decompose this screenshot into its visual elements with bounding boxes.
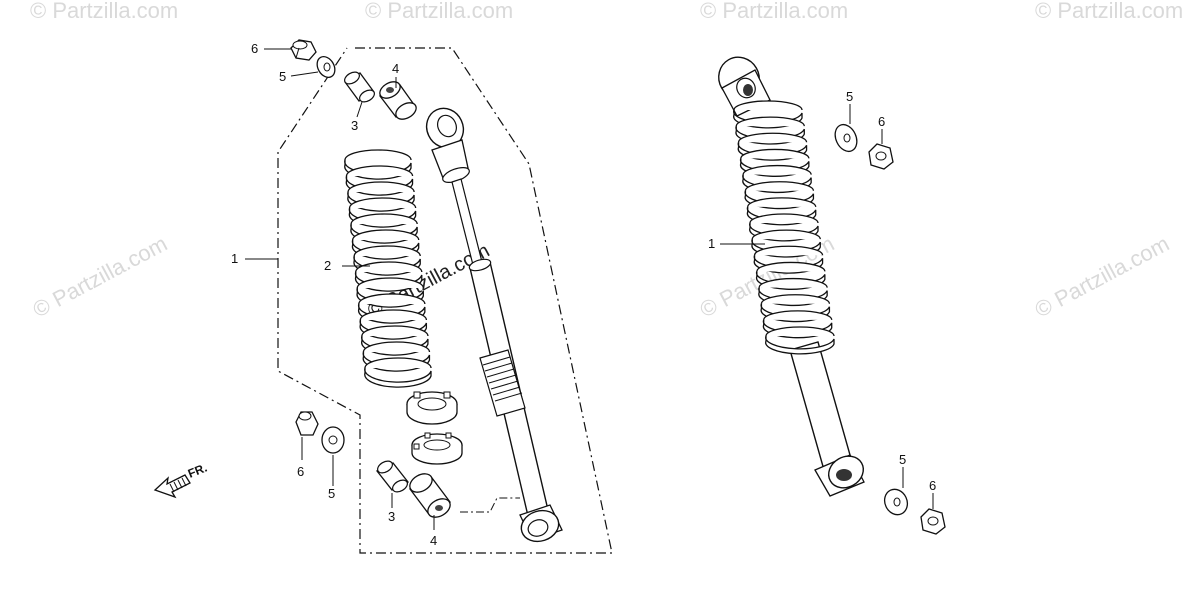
- spring-coil: [347, 181, 415, 193]
- spring-coil: [753, 245, 824, 256]
- collar-upper: [344, 71, 375, 103]
- part-label-shock-assembly: 1: [231, 251, 238, 266]
- spring-coil: [751, 229, 821, 240]
- part-label-shock-assembly: 1: [708, 236, 715, 251]
- spring-coil: [749, 213, 819, 224]
- watermark: © Partzilla.com: [1035, 0, 1183, 23]
- spring-coil: [361, 325, 429, 337]
- damper-body: [425, 107, 563, 543]
- washer-right-lower: [883, 488, 909, 516]
- coil-spring: [344, 149, 432, 388]
- spring-coil: [359, 309, 428, 321]
- spring-coil: [353, 245, 421, 257]
- part-label-nut: 6: [878, 114, 885, 129]
- spring-coil: [733, 100, 803, 111]
- watermark: © Partzilla.com: [696, 231, 839, 323]
- spring-coil: [760, 294, 831, 304]
- part-label-spring: 2: [324, 258, 331, 273]
- nut-right-upper: [868, 143, 894, 170]
- spring-coil: [756, 261, 826, 272]
- part-label-collar: 3: [388, 509, 395, 524]
- spring-adjuster-lower: [411, 432, 463, 465]
- cap-nut-upper: [290, 39, 317, 61]
- part-label-collar: 3: [351, 118, 358, 133]
- part-label-washer: 5: [328, 486, 335, 501]
- spring-adjuster-upper: [406, 391, 458, 425]
- spring-coil: [763, 310, 833, 321]
- spring-coil: [364, 357, 432, 369]
- part-number-labels: 6 5 3 4 1 2 6 5 3 4 1 5 6 5 6: [231, 41, 936, 548]
- spring-coil: [765, 326, 835, 337]
- spring-coil: [362, 341, 431, 353]
- spring-coil: [758, 277, 828, 288]
- part-label-washer: 5: [279, 69, 286, 84]
- spring-coil: [348, 197, 417, 209]
- washer-lower: [321, 426, 345, 454]
- bushing-upper: [379, 81, 417, 120]
- part-label-nut: 6: [251, 41, 258, 56]
- spring-coil: [740, 148, 810, 159]
- watermark: © Partzilla.com: [30, 0, 178, 23]
- front-indicator-label: FR.: [186, 461, 209, 481]
- washer-right-upper: [834, 123, 858, 153]
- part-label-bushing: 4: [430, 533, 437, 548]
- shock-spring-assembled: [733, 100, 835, 355]
- watermark: © Partzilla.com: [365, 0, 513, 23]
- spring-coil: [735, 116, 805, 127]
- spring-coil: [744, 181, 815, 191]
- spring-coil: [345, 165, 414, 177]
- spring-coil: [344, 149, 412, 161]
- spring-coil: [352, 229, 420, 241]
- spring-coil: [350, 213, 418, 225]
- assembly-boundary-outline: [277, 47, 613, 554]
- front-direction-arrow-icon: [153, 474, 191, 499]
- spring-coil: [742, 164, 812, 175]
- part-label-washer: 5: [899, 452, 906, 467]
- washer-upper: [316, 56, 336, 78]
- spring-coil: [765, 335, 835, 355]
- watermarks: © Partzilla.com © Partzilla.com © Partzi…: [29, 0, 1184, 322]
- spring-coil: [364, 367, 432, 388]
- watermark: © Partzilla.com: [1031, 231, 1174, 323]
- part-label-nut: 6: [297, 464, 304, 479]
- collar-lower: [375, 460, 410, 493]
- spring-coil: [358, 293, 426, 305]
- nut-right-lower: [920, 508, 946, 535]
- spring-coil: [356, 277, 424, 289]
- watermark: © Partzilla.com: [29, 231, 172, 323]
- cap-nut-lower: [295, 411, 319, 436]
- part-label-bushing: 4: [392, 61, 399, 76]
- shock-absorber-assembled: [718, 56, 865, 497]
- part-label-washer: 5: [846, 89, 853, 104]
- part-label-nut: 6: [929, 478, 936, 493]
- watermark: © Partzilla.com: [700, 0, 848, 23]
- spring-coil: [737, 132, 808, 143]
- spring-coil: [747, 197, 817, 208]
- bushing-lower: [409, 473, 451, 518]
- spring-coil: [355, 261, 423, 273]
